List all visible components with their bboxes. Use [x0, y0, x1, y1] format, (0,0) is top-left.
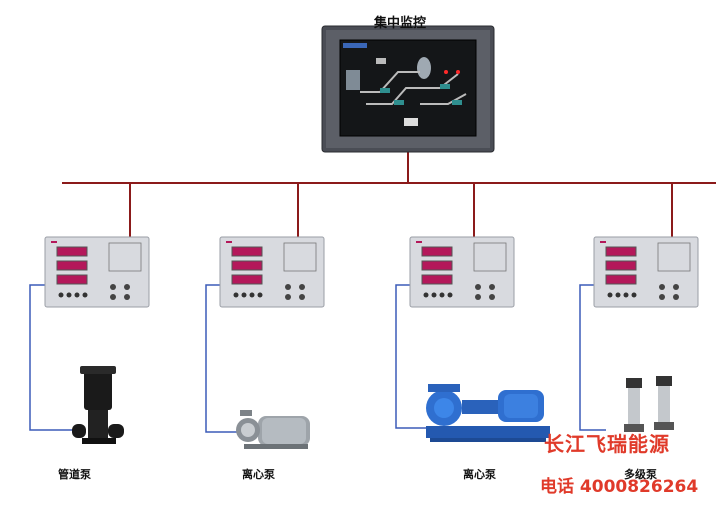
central-monitor: [321, 25, 495, 153]
pump-label-3: 离心泵: [463, 468, 496, 481]
controller-4: [593, 236, 699, 308]
pump-label-2: 离心泵: [242, 468, 275, 481]
signal-line-4: [579, 284, 606, 431]
bus-lines: [62, 152, 716, 237]
controller-3: [409, 236, 515, 308]
brand-watermark: 长江飞瑞能源: [544, 432, 670, 456]
pipeline-pump-icon: [72, 366, 124, 444]
central-monitor-title: 集中监控: [374, 16, 427, 31]
signal-lines: [29, 284, 606, 433]
centrifugal-pump-large-icon: [426, 384, 550, 442]
signal-line-2: [205, 284, 240, 433]
controller-2: [219, 236, 325, 308]
signal-line-3: [395, 284, 428, 429]
phone-watermark: 电话 4000826264: [540, 477, 699, 497]
signal-line-1: [29, 284, 72, 431]
centrifugal-pump-small-icon: [236, 410, 310, 449]
multistage-pump-icon: [624, 376, 674, 432]
pump-label-1: 管道泵: [58, 468, 91, 481]
controller-1: [44, 236, 150, 308]
pump-label-4: 多级泵: [624, 468, 657, 481]
